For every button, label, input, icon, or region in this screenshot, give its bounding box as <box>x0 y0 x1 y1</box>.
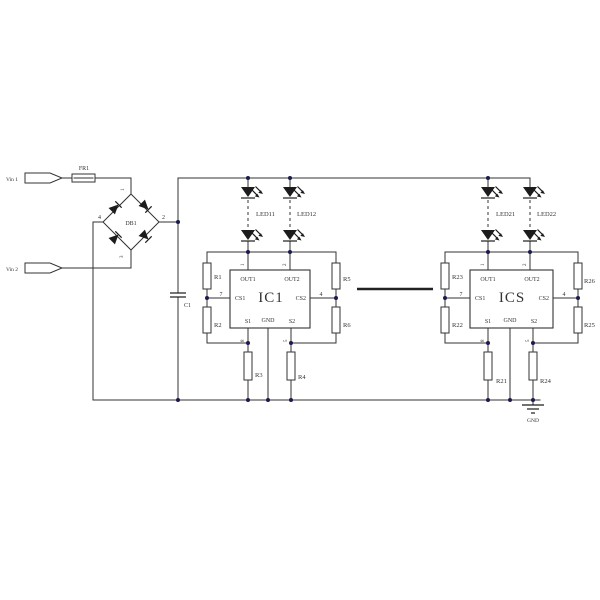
ic1-pin-s1-label: S1 <box>245 319 251 325</box>
ics-pin-cs2-label: CS2 <box>539 296 549 302</box>
resistor-r5 <box>331 262 341 290</box>
resistor-r6 <box>331 306 341 334</box>
resistor-r5-label: R5 <box>343 276 351 283</box>
resistor-r21 <box>483 351 493 381</box>
ic1-pin2-number: 2 <box>283 263 288 266</box>
ics-pin-s2-label: S2 <box>531 319 537 325</box>
bridge-pin2-number: 2 <box>162 215 165 221</box>
led-icon <box>480 228 504 242</box>
bridge-pin3-number: 3 <box>120 255 125 258</box>
resistor-r24 <box>528 351 538 381</box>
led11-label: LED11 <box>256 211 275 218</box>
resistor-r2-label: R2 <box>214 322 222 329</box>
resistor-r22-label: R22 <box>452 322 463 329</box>
ic1-pin-out1-label: OUT1 <box>240 277 255 283</box>
led-icon <box>522 185 546 199</box>
ic1-pin1-number: 1 <box>241 263 246 266</box>
ics-pin5-number: 5 <box>526 339 531 342</box>
ic1-pin-gnd-label: GND <box>262 318 276 324</box>
led-string-led22: LED22 <box>522 177 556 253</box>
resistor-r3-label: R3 <box>255 372 263 379</box>
resistor-r3 <box>243 351 253 381</box>
fuse-fr1: FR1 <box>61 166 132 195</box>
vin2-label: Vin 2 <box>6 267 18 273</box>
ics-label: ICS <box>499 290 525 306</box>
ics-pin-cs1-label: CS1 <box>475 296 485 302</box>
ic1-body <box>229 269 311 329</box>
vin1-terminal: Vin 1 <box>6 172 64 184</box>
led-icon <box>522 228 546 242</box>
ic1-pin4-number: 4 <box>320 292 323 298</box>
led-icon <box>282 228 306 242</box>
ics-pin-gnd-label: GND <box>504 318 518 324</box>
resistor-r6-label: R6 <box>343 322 351 329</box>
bridge-diode-tr <box>137 198 153 214</box>
bridge-pin4-number: 4 <box>98 215 101 221</box>
led-icon <box>480 185 504 199</box>
led12-label: LED12 <box>297 211 316 218</box>
driver-section-ic1: R1 R2 R5 R6 R3 R4 IC1 OUT1 OUT2 CS1 CS2 … <box>202 251 351 401</box>
ics-pin-out1-label: OUT1 <box>480 277 495 283</box>
ics-pin2-number: 2 <box>523 263 528 266</box>
resistor-r1 <box>202 262 212 290</box>
capacitor-label: C1 <box>184 303 191 309</box>
ic1-pin-s2-label: S2 <box>289 319 295 325</box>
led-icon <box>240 185 264 199</box>
resistor-r21-label: R21 <box>496 378 507 385</box>
bridge-diode-bl <box>107 230 123 246</box>
vin1-label: Vin 1 <box>6 177 18 183</box>
ics-pin7-number: 7 <box>460 292 463 298</box>
ic1-pin-out2-label: OUT2 <box>284 277 299 283</box>
led-icon <box>240 228 264 242</box>
ic1-pin7-number: 7 <box>220 292 223 298</box>
resistor-r1-label: R1 <box>214 274 222 281</box>
ics-pin-out2-label: OUT2 <box>524 277 539 283</box>
resistor-r22 <box>440 306 450 334</box>
ic1-pin5-number: 5 <box>284 339 289 342</box>
resistor-r24-label: R24 <box>540 378 552 385</box>
ic1-pin8-number: 8 <box>241 339 246 342</box>
bridge-diode-tl <box>107 200 123 216</box>
bridge-pin1-number: 1 <box>121 188 126 191</box>
resistor-r25-label: R25 <box>584 322 595 329</box>
resistor-r2 <box>202 306 212 334</box>
led-string-led11: LED11 <box>240 177 275 253</box>
ics-pin-s1-label: S1 <box>485 319 491 325</box>
led21-label: LED21 <box>496 211 515 218</box>
fuse-label: FR1 <box>79 166 89 172</box>
ic1-pin-cs2-label: CS2 <box>296 296 306 302</box>
led-icon <box>282 185 306 199</box>
ic1-pin-cs1-label: CS1 <box>235 296 245 302</box>
led-string-led21: LED21 <box>480 177 515 253</box>
bridge-rectifier-db1: DB1 4 2 1 3 <box>61 188 179 401</box>
ics-pin1-number: 1 <box>481 263 486 266</box>
ics-body <box>469 269 554 329</box>
capacitor-c1: C1 <box>170 177 191 401</box>
resistor-r26-label: R26 <box>584 278 596 285</box>
resistor-r23-label: R23 <box>452 274 463 281</box>
ics-pin4-number: 4 <box>563 292 566 298</box>
bridge-label: DB1 <box>125 221 136 227</box>
resistor-r23 <box>440 262 450 290</box>
resistor-r4-label: R4 <box>298 374 306 381</box>
junction-dots <box>176 176 580 402</box>
ground-symbol: GND <box>522 399 544 424</box>
resistor-r25 <box>573 306 583 334</box>
led22-label: LED22 <box>537 211 556 218</box>
driver-section-ics: R23 R22 R26 R25 R21 R24 ICS OUT1 OUT2 CS… <box>440 251 596 401</box>
ic1-label: IC1 <box>258 290 284 306</box>
vin2-terminal: Vin 2 <box>6 262 64 274</box>
led-string-led12: LED12 <box>282 177 316 253</box>
ground-label: GND <box>527 418 539 424</box>
resistor-r26 <box>573 262 583 290</box>
resistor-r4 <box>286 351 296 381</box>
ics-pin8-number: 8 <box>481 339 486 342</box>
